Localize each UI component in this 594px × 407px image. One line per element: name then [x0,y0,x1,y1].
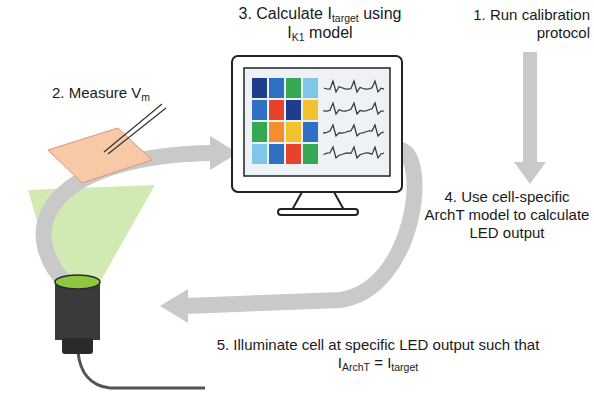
tissue-slice [48,128,152,183]
voltage-trace [324,125,384,136]
subscript: target [391,361,418,373]
calibration-arrow [523,52,537,165]
heatmap-cell [269,144,284,164]
heatmap-cell [252,100,267,120]
voltage-traces [324,81,384,158]
subscript: m [141,91,150,103]
monitor-screen [244,68,390,176]
voltage-trace [324,147,384,158]
step-label: 3. Calculate Itarget using IK1 model [230,4,410,42]
heatmap-cell [252,122,267,142]
subscript: target [332,12,359,24]
step-label: 4. Use cell-specific ArchT model to calc… [423,188,591,242]
heatmap-cell [303,100,318,120]
voltage-trace [324,103,384,114]
heatmap-cell [286,122,301,142]
heatmap-cell [286,144,301,164]
cycle-arrow [44,153,214,288]
led-objective [55,282,100,340]
step-label: 2. Measure Vm [30,84,150,102]
subscript: K1 [292,31,305,43]
led-lens [55,275,100,289]
heatmap-cell [286,78,301,98]
heatmap [252,78,318,164]
electrode [104,104,166,154]
heatmap-cell [269,122,284,142]
heatmap-cell [303,122,318,142]
heatmap-cell [286,100,301,120]
monitor [232,56,402,192]
voltage-trace [324,81,384,92]
led-cable [78,352,205,388]
led-objective-base [62,338,93,354]
step-label: 5. Illuminate cell at specific LED outpu… [208,336,548,372]
subscript: ArchT [342,361,370,373]
heatmap-cell [269,78,284,98]
arrow-head [514,162,546,184]
arrow-head [160,289,188,323]
heatmap-cell [303,144,318,164]
heatmap-cell [303,78,318,98]
step-label: 1. Run calibration protocol [456,6,590,42]
heatmap-cell [252,144,267,164]
monitor-base [278,209,358,215]
heatmap-cell [252,78,267,98]
monitor-stand [292,192,344,210]
heatmap-cell [269,100,284,120]
